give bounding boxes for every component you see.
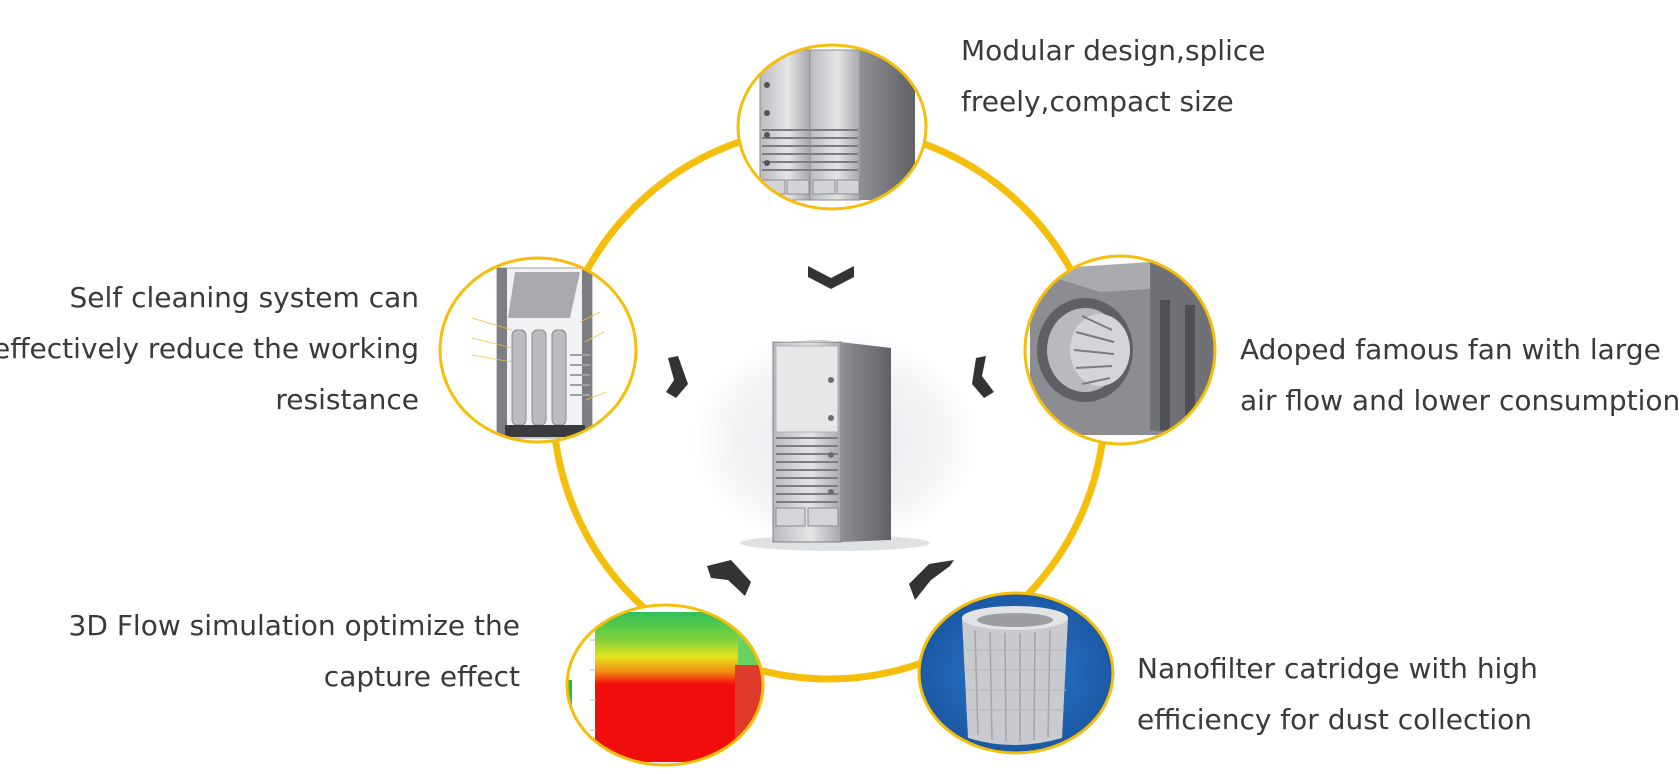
chevron-icon (972, 356, 994, 398)
filter-icon (917, 591, 1115, 755)
label-line: Adoped famous fan with large (1240, 333, 1661, 366)
chevron-icon (666, 356, 688, 398)
label-line: Modular design,splice (961, 34, 1266, 67)
modular-cabinet-icon (736, 43, 928, 211)
label-line: freely,compact size (961, 85, 1234, 118)
label-line: effectively reduce the working (0, 332, 419, 365)
label-nanofilter: Nanofilter catridge with high efficiency… (1137, 643, 1538, 745)
cutaway-icon (438, 256, 638, 444)
chevron-icon (808, 266, 854, 289)
label-selfclean: Self cleaning system can effectively red… (0, 272, 419, 425)
label-line: 3D Flow simulation optimize the (68, 609, 520, 642)
label-fan: Adoped famous fan with large air flow an… (1240, 324, 1679, 426)
label-line: efficiency for dust collection (1137, 703, 1533, 736)
label-modular: Modular design,splice freely,compact siz… (961, 25, 1266, 127)
label-line: resistance (275, 383, 419, 416)
label-line: Nanofilter catridge with high (1137, 652, 1538, 685)
label-line: Self cleaning system can (69, 281, 419, 314)
label-line: capture effect (323, 660, 520, 693)
chevron-icon (707, 560, 751, 596)
label-simulation: 3D Flow simulation optimize the capture … (69, 600, 520, 702)
fan-icon (1023, 254, 1217, 446)
label-line: air flow and lower consumption (1240, 384, 1679, 417)
center-cabinet-icon (692, 330, 978, 551)
chevron-icon (909, 560, 954, 600)
simulation-icon (565, 603, 765, 767)
